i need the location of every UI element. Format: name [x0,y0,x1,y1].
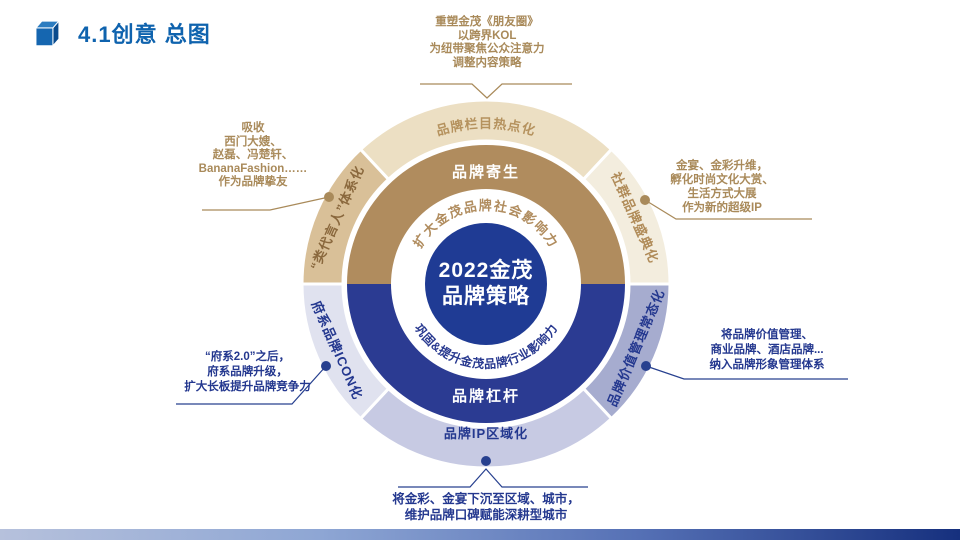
callout-ul-line-1: 吸收 [241,122,265,134]
page-title: 4.1创意 总图 [78,22,211,47]
callout-upper-left: 吸收 西门大嫂、 赵磊、冯楚轩、 BananaFashion…… 作为品牌挚友 [148,122,358,190]
callout-lower-left: “府系2.0”之后， 府系品牌升级， 扩大长板提升品牌竞争力 [140,350,355,395]
callout-lower-right: 将品牌价值管理、 商业品牌、酒店品牌... 纳入品牌形象管理体系 [662,328,872,373]
cube-icon [34,19,61,48]
outer-label-top: 品牌栏目热点化 [434,116,537,138]
center-circle [425,223,547,345]
connector-lower-left [176,365,327,405]
callout-ur-line-4: 作为新的超级IP [682,202,762,214]
callout-lr-line-3: 纳入品牌形象管理体系 [709,359,825,371]
callout-bottom-line-2: 维护品牌口碑赋能深耕型城市 [404,507,568,522]
callout-top-line-2: 以跨界KOL [457,29,517,42]
footer-gradient-bar [0,529,960,540]
callout-ul-line-2: 西门大嫂、 [224,135,282,148]
ring-label-bottom: 品牌杠杆 [452,387,520,405]
callout-lr-line-1: 将品牌价值管理、 [721,329,813,341]
connector-upper-left-dot [324,192,334,202]
callout-top-line-1: 重塑金茂《朋友圈》 [435,16,539,28]
callout-ur-line-2: 孵化时尚文化大赏、 [670,174,774,186]
callout-top-line-3: 为纽带聚焦公众注意力 [429,43,545,55]
connector-bottom-brace [398,468,588,488]
connector-upper-left [202,196,330,211]
callout-ur-line-1: 金宴、金彩升维， [676,160,768,172]
connector-lower-right-dot [641,361,651,371]
connector-bottom-brace-dot [481,456,491,466]
callout-top-line-4: 调整内容策略 [452,56,522,69]
callout-ur-line-3: 生活方式大展 [687,188,757,200]
connector-upper-right [644,199,812,220]
connector-lower-right [645,365,848,380]
slide-header: 4.1创意 总图 [30,16,211,50]
connector-top-brace [420,83,572,99]
callout-ll-line-1: “府系2.0”之后， [205,351,290,363]
outer-label-bottom: 品牌IP区域化 [444,426,528,441]
outer-segment-upper-left [300,147,391,286]
center-title-line1: 2022金茂 [439,258,534,282]
callout-ll-line-3: 扩大长板提升品牌竞争力 [184,381,311,393]
callout-lr-line-2: 商业品牌、酒店品牌... [710,344,824,356]
center-title-line2: 品牌策略 [442,284,530,308]
callout-bottom: 将金彩、金宴下沉至区域、城市， 维护品牌口碑赋能深耕型城市 [338,492,634,523]
connector-upper-right-dot [640,195,650,205]
callout-ul-line-3: 赵磊、冯楚轩、 [212,149,294,161]
callout-ul-line-5: 作为品牌挚友 [218,176,288,188]
callout-bottom-line-1: 将金彩、金宴下沉至区域、城市， [392,492,580,506]
callout-ll-line-2: 府系品牌升级， [207,366,288,378]
callout-ul-line-4: BananaFashion…… [198,162,308,175]
middle-ring-bottom [347,284,625,423]
callout-upper-right: 金宴、金彩升维， 孵化时尚文化大赏、 生活方式大展 作为新的超级IP [622,159,822,215]
ring-label-top: 品牌寄生 [452,163,520,181]
connector-lower-left-dot [321,361,331,371]
callout-top: 重塑金茂《朋友圈》 以跨界KOL 为纽带聚焦公众注意力 调整内容策略 [377,16,597,70]
middle-ring-top [347,145,625,284]
